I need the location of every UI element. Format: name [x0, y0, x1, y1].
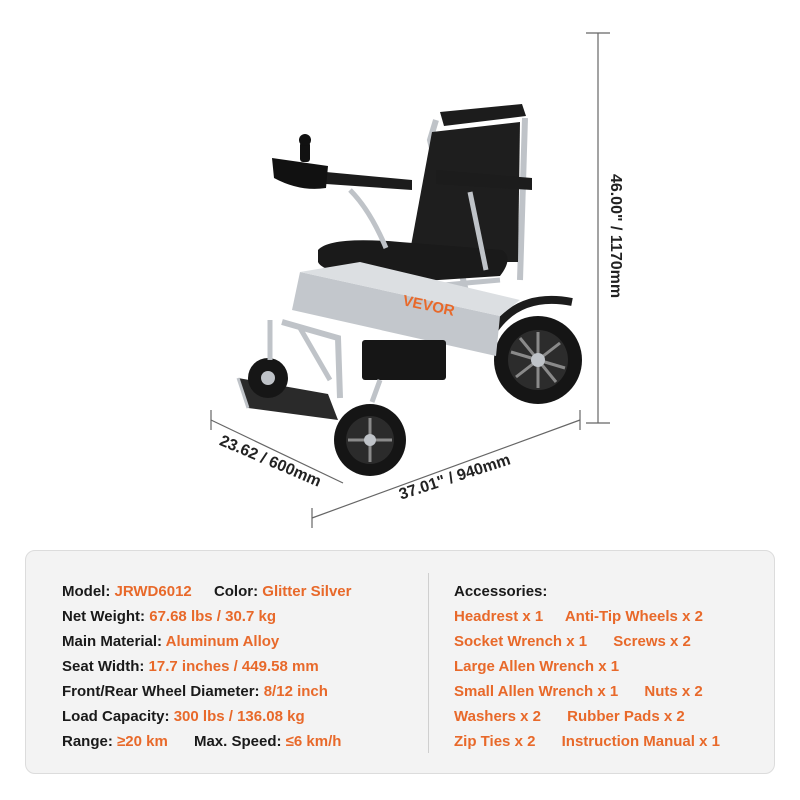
seat-value: 17.7 inches / 449.58 mm [148, 658, 319, 675]
accessories-title: Accessories: [454, 583, 548, 600]
height-dimension-label: 46.00" / 1170mm [607, 173, 624, 299]
range-label: Range: [62, 733, 113, 750]
accessory-item: Rubber Pads x 2 [567, 708, 685, 725]
spec-row-load: Load Capacity: 300 lbs / 136.08 kg [62, 704, 351, 729]
material-value: Aluminum Alloy [165, 633, 280, 650]
accessory-row: Small Allen Wrench x 1 Nuts x 2 [454, 679, 720, 704]
wheelchair-illustration: VEVOR [210, 32, 610, 528]
spec-row-range: Range: ≥20 km Max. Speed: ≤6 km/h [62, 729, 351, 754]
accessory-item: Socket Wrench x 1 [454, 633, 588, 650]
column-divider [428, 573, 429, 753]
armrests [272, 134, 532, 271]
spec-row-wheel: Front/Rear Wheel Diameter: 8/12 inch [62, 679, 351, 704]
speed-value: ≤6 km/h [285, 733, 342, 750]
rear-wheel [490, 295, 582, 404]
material-label: Main Material: [62, 633, 163, 650]
weight-value: 67.68 lbs / 30.7 kg [149, 608, 276, 625]
accessory-item: Large Allen Wrench x 1 [454, 658, 620, 675]
front-wheel [334, 379, 406, 476]
height-dimension-line [586, 32, 610, 424]
accessory-item: Anti-Tip Wheels x 2 [564, 608, 703, 625]
accessory-item: Washers x 2 [454, 708, 541, 725]
depth-dimension-line [210, 410, 344, 484]
weight-label: Net Weight: [62, 608, 146, 625]
width-dimension-line [311, 410, 581, 528]
footrest [236, 320, 338, 420]
accessory-item: Zip Ties x 2 [454, 733, 536, 750]
color-label: Color: [213, 583, 259, 600]
accessory-item: Nuts x 2 [644, 683, 703, 700]
load-label: Load Capacity: [62, 708, 170, 725]
range-value: ≥20 km [117, 733, 168, 750]
accessory-row: Washers x 2 Rubber Pads x 2 [454, 704, 720, 729]
accessory-row: Large Allen Wrench x 1 [454, 654, 720, 679]
wheel-label: Front/Rear Wheel Diameter: [62, 683, 260, 700]
spec-panel: Model: JRWD6012 Color: Glitter Silver Ne… [25, 550, 775, 774]
model-label: Model: [62, 583, 111, 600]
accessories-column: Accessories: Headrest x 1 Anti-Tip Wheel… [454, 579, 720, 754]
accessory-row: Socket Wrench x 1 Screws x 2 [454, 629, 720, 654]
accessory-row: Zip Ties x 2 Instruction Manual x 1 [454, 729, 720, 754]
spec-row-weight: Net Weight: 67.68 lbs / 30.7 kg [62, 604, 351, 629]
color-value: Glitter Silver [262, 583, 352, 600]
spec-row-material: Main Material: Aluminum Alloy [62, 629, 351, 654]
wheel-value: 8/12 inch [263, 683, 328, 700]
accessory-row: Headrest x 1 Anti-Tip Wheels x 2 [454, 604, 720, 629]
speed-label: Max. Speed: [193, 733, 282, 750]
accessory-item: Instruction Manual x 1 [561, 733, 720, 750]
frame-body: VEVOR [281, 262, 520, 399]
seat-label: Seat Width: [62, 658, 145, 675]
spec-row-seat: Seat Width: 17.7 inches / 449.58 mm [62, 654, 351, 679]
model-value: JRWD6012 [114, 583, 192, 600]
accessory-item: Small Allen Wrench x 1 [454, 683, 619, 700]
load-value: 300 lbs / 136.08 kg [173, 708, 305, 725]
spec-row-model: Model: JRWD6012 Color: Glitter Silver [62, 579, 351, 604]
product-image-area: VEVOR 46.00" / 1170mm 23.62 / 600mm 37.0… [210, 32, 624, 528]
specifications-column: Model: JRWD6012 Color: Glitter Silver Ne… [62, 579, 351, 754]
accessory-item: Screws x 2 [613, 633, 691, 650]
accessory-item: Headrest x 1 [454, 608, 544, 625]
